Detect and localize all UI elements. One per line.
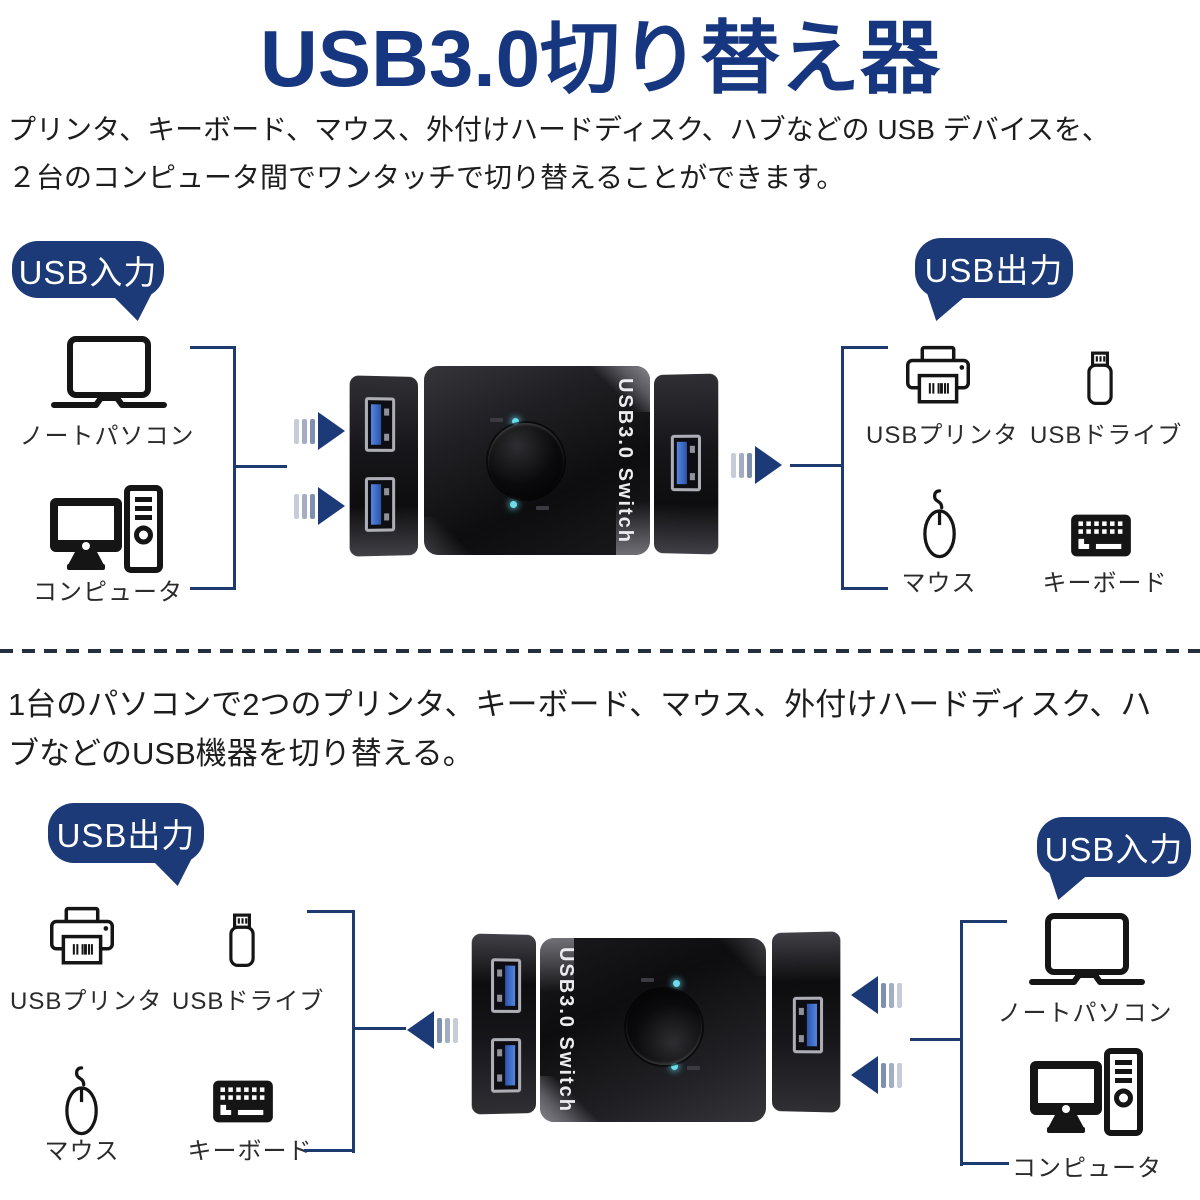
usb-port-icon	[491, 1038, 522, 1093]
section2-paragraph: 1台のパソコンで2つのプリンタ、キーボード、マウス、外付けハードディスク、ハ ブ…	[8, 680, 1198, 778]
usb-input-ports-panel	[349, 375, 418, 557]
flow-arrow-left-icon	[407, 1011, 458, 1049]
usb-port-icon	[792, 996, 824, 1054]
usb-port-icon	[491, 958, 522, 1013]
laptop-icon	[50, 335, 168, 415]
usb-output-bubble-text: USB出力	[56, 817, 196, 854]
connector-line	[960, 920, 1007, 923]
usb-input-bubble-text: USB入力	[18, 253, 158, 291]
switch-body: USB3.0 Switch	[540, 938, 766, 1122]
connector-line	[236, 465, 287, 468]
mouse-icon	[62, 1066, 100, 1136]
flow-arrow-left-icon	[851, 1056, 902, 1094]
keyboard-icon	[212, 1079, 274, 1124]
connector-line	[190, 587, 236, 590]
intro-paragraph: プリンタ、キーボード、マウス、外付けハードディスク、ハブなどの USB デバイス…	[8, 106, 1198, 202]
laptop-label: ノートパソコン	[19, 423, 195, 450]
led-indicator	[510, 501, 517, 508]
printer-label: USBプリンタ	[866, 422, 1019, 449]
laptop-label: ノートパソコン	[997, 1000, 1173, 1027]
flow-arrow-right-icon	[731, 446, 782, 484]
keyboard-label: キーボード	[1042, 570, 1168, 597]
led-indicator	[512, 418, 519, 425]
usb-drive-icon	[1084, 351, 1116, 406]
usb-port-icon	[364, 397, 396, 452]
device-model-label: USB3.0 Switch	[555, 946, 577, 1114]
desktop-computer-icon	[1028, 1044, 1144, 1140]
port-indicator-mark	[490, 418, 503, 422]
connector-line	[352, 1027, 406, 1030]
port-indicator-mark	[641, 978, 654, 982]
usb-switch-device: USB3.0 Switch	[471, 931, 841, 1122]
usb-input-bubble-text: USB入力	[1044, 831, 1184, 868]
device-model-label: USB3.0 Switch	[614, 377, 636, 544]
flow-arrow-right-icon	[294, 487, 345, 525]
usb-switch-device: USB3.0 Switch	[349, 366, 719, 557]
keyboard-label: キーボード	[187, 1138, 313, 1165]
usb-drive-label: USBドライブ	[1030, 422, 1183, 449]
usb-port-icon	[670, 434, 701, 492]
connector-line	[190, 346, 236, 349]
switch-button	[626, 989, 702, 1065]
port-indicator-mark	[536, 506, 549, 510]
mouse-label: マウス	[44, 1138, 120, 1165]
section2-line-1: 1台のパソコンで2つのプリンタ、キーボード、マウス、外付けハードディスク、ハ	[8, 687, 1152, 722]
usb-input-bubble: USB入力	[12, 241, 164, 321]
intro-line-2: ２台のコンピュータ間でワンタッチで切り替えることができます。	[8, 162, 845, 193]
laptop-icon	[1028, 912, 1146, 992]
printer-icon	[50, 906, 114, 966]
bubble-tail	[150, 858, 192, 886]
intro-line-1: プリンタ、キーボード、マウス、外付けハードディスク、ハブなどの USB デバイス…	[8, 114, 1110, 145]
bubble-tail	[927, 293, 969, 321]
printer-label: USBプリンタ	[10, 988, 163, 1015]
keyboard-icon	[1070, 513, 1132, 558]
section-divider	[0, 649, 1200, 653]
usb-input-bubble: USB入力	[1037, 817, 1191, 900]
connector-line	[841, 587, 888, 590]
usb-input-ports-panel	[471, 933, 536, 1115]
printer-icon	[906, 345, 970, 405]
desktop-computer-icon	[48, 485, 164, 573]
bubble-tail	[110, 293, 152, 321]
switch-body: USB3.0 Switch	[424, 366, 650, 555]
usb-port-icon	[364, 477, 396, 532]
usb-output-port-panel	[654, 373, 719, 555]
connector-line	[790, 464, 842, 467]
switch-button	[488, 423, 564, 499]
port-indicator-mark	[687, 1066, 700, 1070]
usb-output-bubble-text: USB出力	[924, 252, 1064, 289]
flow-arrow-right-icon	[294, 412, 345, 450]
usb-output-bubble: USB出力	[48, 803, 204, 886]
usb-drive-label: USBドライブ	[172, 988, 325, 1015]
usb-output-port-panel	[772, 931, 841, 1113]
connector-line	[841, 346, 888, 349]
flow-arrow-left-icon	[851, 976, 902, 1014]
led-indicator	[673, 980, 680, 987]
connector-line	[960, 920, 963, 1166]
connector-line	[960, 1162, 1009, 1165]
desktop-label: コンピュータ	[1012, 1155, 1162, 1182]
bubble-tail	[1049, 872, 1091, 900]
page-title: USB3.0切り替え器	[259, 14, 941, 103]
mouse-label: マウス	[901, 570, 977, 597]
connector-line	[841, 346, 844, 590]
usb-output-bubble: USB出力	[915, 238, 1073, 321]
connector-line	[910, 1038, 962, 1041]
connector-line	[307, 910, 355, 913]
section2-line-2: ブなどのUSB機器を切り替える。	[8, 736, 474, 771]
desktop-label: コンピュータ	[33, 579, 183, 606]
usb-drive-icon	[226, 913, 258, 968]
connector-line	[304, 1149, 355, 1152]
mouse-icon	[920, 489, 958, 559]
connector-line	[233, 346, 236, 590]
connector-line	[352, 910, 355, 1153]
